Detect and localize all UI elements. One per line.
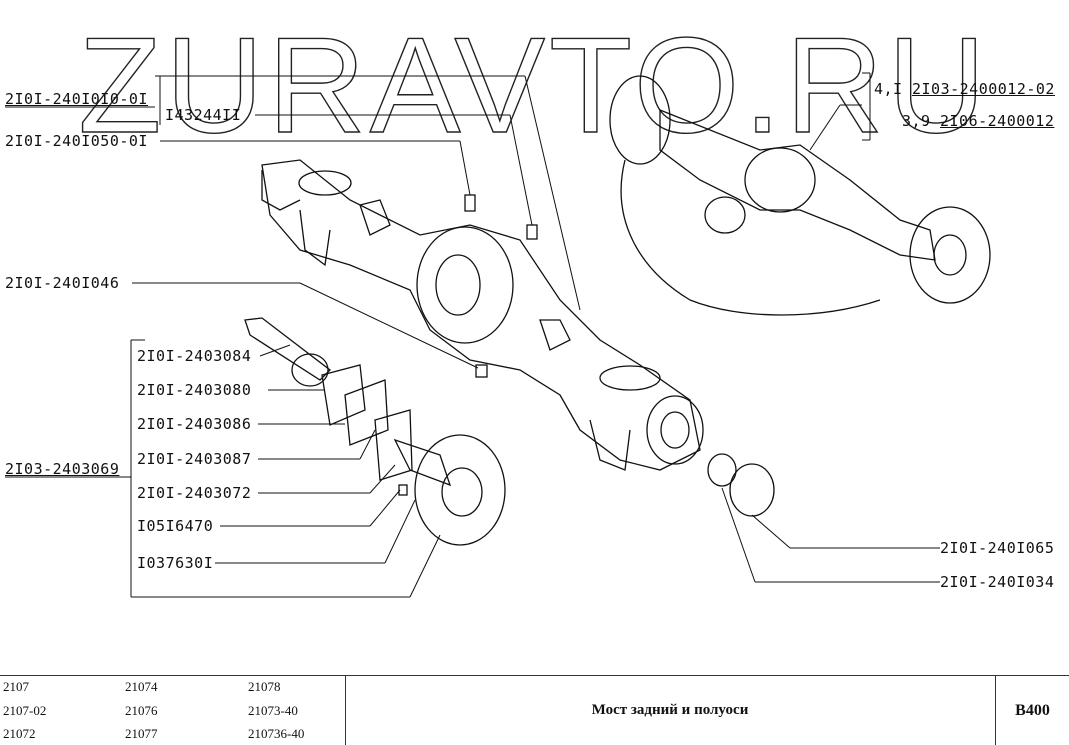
part-label-2101-2401034: 2I0I-240I034	[940, 573, 1055, 591]
part-label-i43244ii: I43244II	[165, 106, 242, 124]
model-cell: 21076	[125, 703, 158, 718]
breather-fitting	[464, 194, 476, 212]
model-cell: 21078	[248, 679, 281, 694]
model-cell: 2107	[3, 679, 29, 694]
assembly-label-2: 2I06-2400012	[940, 112, 1055, 130]
axle-shaft	[244, 317, 506, 546]
part-label-2101-2403087: 2I0I-2403087	[137, 450, 252, 468]
footer-bar: 2107 21074 21078 2107-02 21076 21073-40 …	[0, 675, 1069, 745]
model-cell: 2107-02	[3, 703, 47, 718]
part-label-2101-2401050-01: 2I0I-240I050-0I	[5, 132, 148, 150]
gear-ratio-1: 4,I	[874, 80, 903, 98]
rear-axle-diagram	[5, 72, 991, 598]
part-label-2101-2401065: 2I0I-240I065	[940, 539, 1055, 557]
model-cell: 21077	[125, 726, 158, 741]
model-cell: 21073-40	[248, 703, 298, 718]
oil-seal	[707, 453, 737, 487]
part-label-2101-2403086: 2I0I-2403086	[137, 415, 252, 433]
watermark-text: ZURAVTO.RU	[78, 9, 989, 160]
gear-ratio-2: 3,9	[902, 112, 931, 130]
model-cell: 21072	[3, 726, 36, 741]
assembled-axle-inset	[609, 75, 991, 316]
part-label-2101-2403084: 2I0I-2403084	[137, 347, 252, 365]
axle-housing	[261, 159, 704, 471]
model-cell: 21074	[125, 679, 158, 694]
o-ring	[729, 463, 775, 517]
assembly-label-1: 2I03-2400012-02	[912, 80, 1055, 98]
page-title: Мост задний и полуоси	[345, 676, 996, 745]
part-label-2101-2401010-01: 2I0I-240I0I0-0I	[5, 90, 148, 108]
part-label-2101-2403072: 2I0I-2403072	[137, 484, 252, 502]
part-label-2101-2403080: 2I0I-2403080	[137, 381, 252, 399]
part-label-1056470: I05I6470	[137, 517, 214, 535]
model-cell: 210736-40	[248, 726, 305, 741]
fill-plug	[526, 224, 538, 240]
watermark: ZURAVTO.RU	[78, 8, 989, 160]
section-code: B400	[1015, 701, 1050, 719]
part-label-2101-2401046: 2I0I-240I046	[5, 274, 120, 292]
part-label-1037630: I037630I	[137, 554, 214, 572]
model-list: 2107 21074 21078 2107-02 21076 21073-40 …	[0, 676, 346, 745]
part-label-2103-2403069: 2I03-2403069	[5, 460, 120, 478]
drain-plug	[475, 364, 488, 378]
